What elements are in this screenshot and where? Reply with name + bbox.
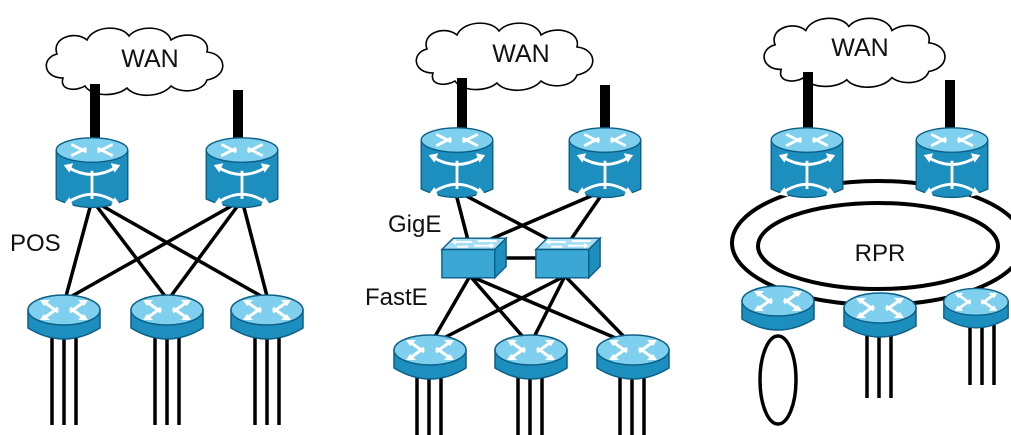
wan-cloud-label: WAN xyxy=(831,34,888,62)
workgroup-switch-icon xyxy=(534,237,602,279)
workgroup-switch-icon xyxy=(440,237,508,279)
router-icon xyxy=(229,293,305,341)
router-icon xyxy=(740,284,816,332)
router-switch-icon xyxy=(204,136,280,209)
wan-uplinks xyxy=(457,78,610,130)
wan-cloud-label: WAN xyxy=(492,40,549,68)
wan-uplinks xyxy=(803,72,955,130)
router-switch-icon xyxy=(914,126,990,199)
router-icon xyxy=(595,333,671,381)
router-switch-icon xyxy=(769,126,845,199)
router-icon xyxy=(26,293,102,341)
router-switch-icon xyxy=(567,126,643,199)
faste-links xyxy=(428,274,634,347)
wan-uplinks xyxy=(90,84,243,142)
topology-rpr: WAN RPR xyxy=(730,17,1011,426)
topology-ethernet: WAN GigE FastE xyxy=(365,22,671,435)
pos-label: POS xyxy=(10,230,61,257)
router-switch-icon xyxy=(54,136,130,209)
access-links xyxy=(758,325,996,426)
router-icon xyxy=(392,333,468,381)
access-links xyxy=(415,375,646,435)
rpr-label: RPR xyxy=(855,240,906,267)
router-icon xyxy=(493,333,569,381)
router-icon xyxy=(129,293,205,341)
router-icon xyxy=(842,291,918,339)
pos-links xyxy=(63,198,270,302)
topology-pos: WAN POS xyxy=(10,27,305,425)
router-icon xyxy=(942,286,1010,330)
faste-label: FastE xyxy=(365,284,428,311)
gige-label: GigE xyxy=(388,211,441,238)
router-switch-icon xyxy=(419,126,495,199)
wan-cloud-label: WAN xyxy=(121,45,178,73)
access-links xyxy=(50,335,281,425)
